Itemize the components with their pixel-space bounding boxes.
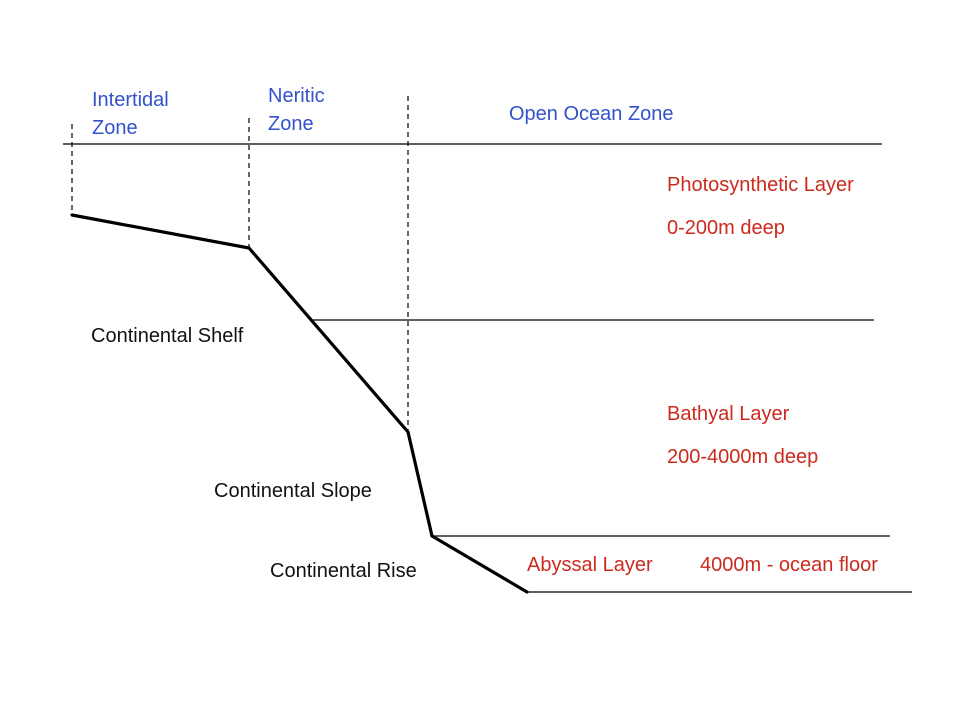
photosynthetic-layer-name: Photosynthetic Layer xyxy=(667,174,854,196)
seafloor-profile xyxy=(70,213,529,594)
bathyal-layer-name: Bathyal Layer xyxy=(667,403,790,425)
neritic-zone-label: Neritic Zone xyxy=(268,82,325,138)
intertidal-zone-line1: Intertidal xyxy=(92,89,169,111)
neritic-zone-line2: Zone xyxy=(268,113,314,135)
intertidal-zone-label: Intertidal Zone xyxy=(92,86,169,142)
photosynthetic-layer-depth: 0-200m deep xyxy=(667,217,785,239)
continental-slope-label: Continental Slope xyxy=(214,480,372,502)
open-ocean-zone-label: Open Ocean Zone xyxy=(509,103,674,125)
abyssal-layer-name: Abyssal Layer xyxy=(527,554,653,576)
continental-shelf-label: Continental Shelf xyxy=(91,325,244,347)
intertidal-zone-line2: Zone xyxy=(92,117,138,139)
neritic-zone-line1: Neritic xyxy=(268,85,325,107)
abyssal-layer-depth: 4000m - ocean floor xyxy=(700,554,878,576)
bathyal-layer-depth: 200-4000m deep xyxy=(667,446,819,468)
continental-rise-label: Continental Rise xyxy=(270,560,417,582)
